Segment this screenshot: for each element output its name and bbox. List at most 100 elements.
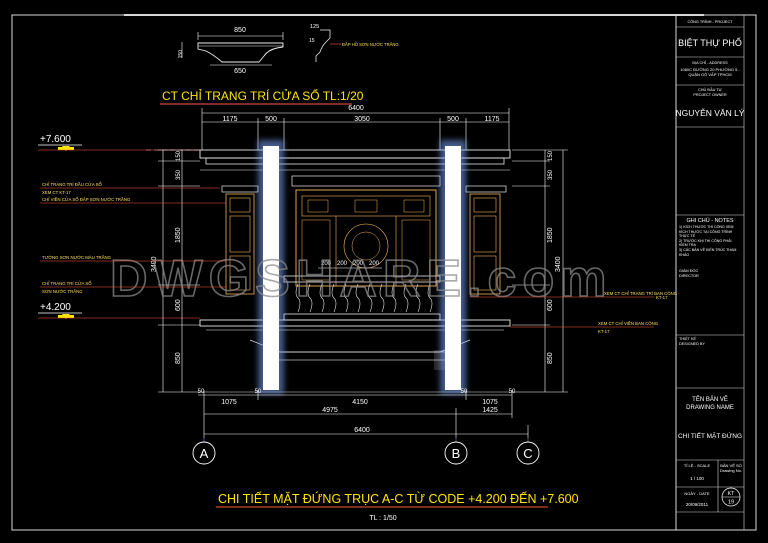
svg-text:50: 50 [255,389,262,395]
column-left [263,146,279,390]
project-owner: NGUYỄN VĂN LÝ [676,107,745,118]
svg-text:50: 50 [509,389,516,395]
detail-note: ĐẮP HỒ SƠN NƯỚC TRẮNG [342,42,399,47]
molding-section-small [315,29,331,62]
svg-text:1075: 1075 [482,399,498,406]
building-elevation [199,140,511,394]
notes-header: GHI CHÚ - NOTES [686,217,733,224]
axis-bubble-a [192,441,216,465]
svg-text:KT-17: KT-17 [656,295,668,300]
molding-profile [197,42,284,63]
svg-text:BẢN VẼ SỐ: BẢN VẼ SỐ [720,463,742,468]
svg-text:A: A [200,446,209,461]
axis-bubble-c [516,441,540,465]
svg-text:4150: 4150 [352,399,368,406]
notes-list: 1) KÍCH THƯỚC THI CÔNG XEM KÍCH THƯỚC TẠ… [679,225,737,257]
project-name: BIỆT THỰ PHỐ [678,37,742,48]
drawing-name: CHI TIẾT MẶT ĐỨNG [678,430,742,440]
svg-text:CHỈ VIỀN CỬA SỔ ĐẮP SƠN NƯỚC T: CHỈ VIỀN CỬA SỔ ĐẮP SƠN NƯỚC TRẮNG [42,197,131,202]
sheet-top-border-strip [124,14,704,16]
top-dim-3: 3050 [354,116,370,123]
svg-text:KT: KT [728,491,734,497]
svg-text:600: 600 [547,299,554,311]
right-annotations: XEM CT CHỈ TRANG TRÍ BAN CÔNG KT-17 XEM … [470,291,678,334]
sheet-number: 19 [728,500,734,506]
svg-text:GIÁM ĐỐC: GIÁM ĐỐC [679,268,698,273]
svg-text:PROJECT OWNER: PROJECT OWNER [693,93,727,97]
top-dimensions [146,108,510,151]
top-dim-5: 1175 [484,116,499,123]
detail-dim-125: 125 [310,24,319,30]
svg-text:C: C [523,446,532,461]
svg-text:CHỈ TRANG TRÍ ĐẦU CỬA SỔ: CHỈ TRANG TRÍ ĐẦU CỬA SỔ [42,182,103,187]
svg-text:ĐỊA CHỈ - ADDRESS: ĐỊA CHỈ - ADDRESS [692,60,728,65]
svg-text:NGÀY - DATE: NGÀY - DATE [684,491,710,496]
svg-text:CHỦ ĐẦU TƯ: CHỦ ĐẦU TƯ [698,87,723,92]
svg-text:1850: 1850 [547,227,554,243]
svg-text:+4.200: +4.200 [40,302,71,313]
molding-detail: 850 650 150 125 15 ĐẮP HỒ SƠN NƯỚC TRẮNG [178,24,399,75]
svg-text:DIRECTOR: DIRECTOR [679,274,699,278]
detail-dim-850: 850 [234,27,246,34]
svg-text:B: B [452,446,461,461]
detail-title: CT CHỈ TRANG TRÍ CỬA SỔ TL:1/20 [162,88,364,103]
svg-text:50: 50 [461,389,468,395]
svg-text:TÊN BẢN VẼ: TÊN BẢN VẼ [692,395,728,403]
svg-text:SƠN NƯỚC TRẮNG: SƠN NƯỚC TRẮNG [42,289,83,294]
svg-text:150: 150 [178,50,184,59]
svg-text:THIẾT KẾ: THIẾT KẾ [679,336,696,341]
project-address: 1060C ĐƯỜNG 20 PHƯỜNG 5 - QUẬN GÒ VẤP TP… [680,67,740,77]
svg-text:XEM CT KT-17: XEM CT KT-17 [42,190,71,195]
svg-text:Drawing No.: Drawing No. [720,468,742,473]
detail-dim-15: 15 [309,38,315,44]
drawing-title: CHI TIẾT MẶT ĐỨNG TRỤC A-C TỪ CODE +4.20… [218,491,579,506]
sheet-scale: 1 / 100 [690,476,704,481]
axis-bubble-b [444,441,468,465]
svg-text:50: 50 [198,389,205,395]
svg-text:350: 350 [548,169,554,180]
top-dim-4: 500 [447,116,459,123]
top-dim-1: 1175 [222,116,237,123]
svg-text:TƯỜNG SƠN NƯỚC MÀU TRẮNG: TƯỜNG SƠN NƯỚC MÀU TRẮNG [42,255,112,260]
svg-text:TỈ LỆ - SCALE: TỈ LỆ - SCALE [684,463,711,468]
svg-text:850: 850 [175,352,182,364]
sheet-date: 20/09/2011 [686,502,709,507]
svg-text:350: 350 [176,169,182,180]
svg-text:DESIGNED BY: DESIGNED BY [679,342,705,346]
svg-text:200: 200 [369,261,380,267]
svg-text:+7.600: +7.600 [40,134,71,145]
svg-text:850: 850 [547,352,554,364]
bottom-dimensions [198,390,529,438]
top-dim-2: 500 [265,116,277,123]
drawing-scale: TL : 1/50 [369,515,396,522]
left-vertical-dims [158,149,200,393]
watermark-text: DWGSHARE.com [110,250,612,308]
detail-dim-650: 650 [234,68,246,75]
axis-markers: A B C [192,438,540,465]
svg-text:CÔNG TRÌNH - PROJECT: CÔNG TRÌNH - PROJECT [687,19,733,24]
svg-text:1075: 1075 [221,399,237,406]
svg-text:200: 200 [353,261,364,267]
svg-text:KT-17: KT-17 [598,329,610,334]
level-marker-top: +7.600 [38,134,200,151]
left-vertical-total: 3400 [151,256,158,272]
svg-text:200: 200 [337,261,348,267]
right-vertical-total: 3400 [555,256,562,272]
svg-text:150: 150 [176,150,182,161]
center-small-dims: 200 200 200 200 [318,261,382,269]
svg-text:200: 200 [321,261,332,267]
svg-text:150: 150 [548,150,554,161]
right-vertical-dims [512,149,568,393]
svg-text:6400: 6400 [354,427,370,434]
svg-text:1425: 1425 [482,407,498,414]
top-dim-total: 6400 [348,105,364,112]
svg-text:XEM CT CHỈ TRANG TRÍ BAN CÔNG: XEM CT CHỈ TRANG TRÍ BAN CÔNG [604,291,678,296]
left-annotations: CHỈ TRANG TRÍ ĐẦU CỬA SỔ XEM CT KT-17 CH… [40,182,226,294]
svg-text:600: 600 [175,299,182,311]
level-marker-bottom: +4.200 [38,302,200,319]
svg-text:DRAWING NAME: DRAWING NAME [686,405,734,411]
svg-text:CHỈ TRANG TRÍ CỬA SỔ: CHỈ TRANG TRÍ CỬA SỔ [42,281,92,286]
svg-text:1850: 1850 [175,227,182,243]
title-block [676,15,745,530]
